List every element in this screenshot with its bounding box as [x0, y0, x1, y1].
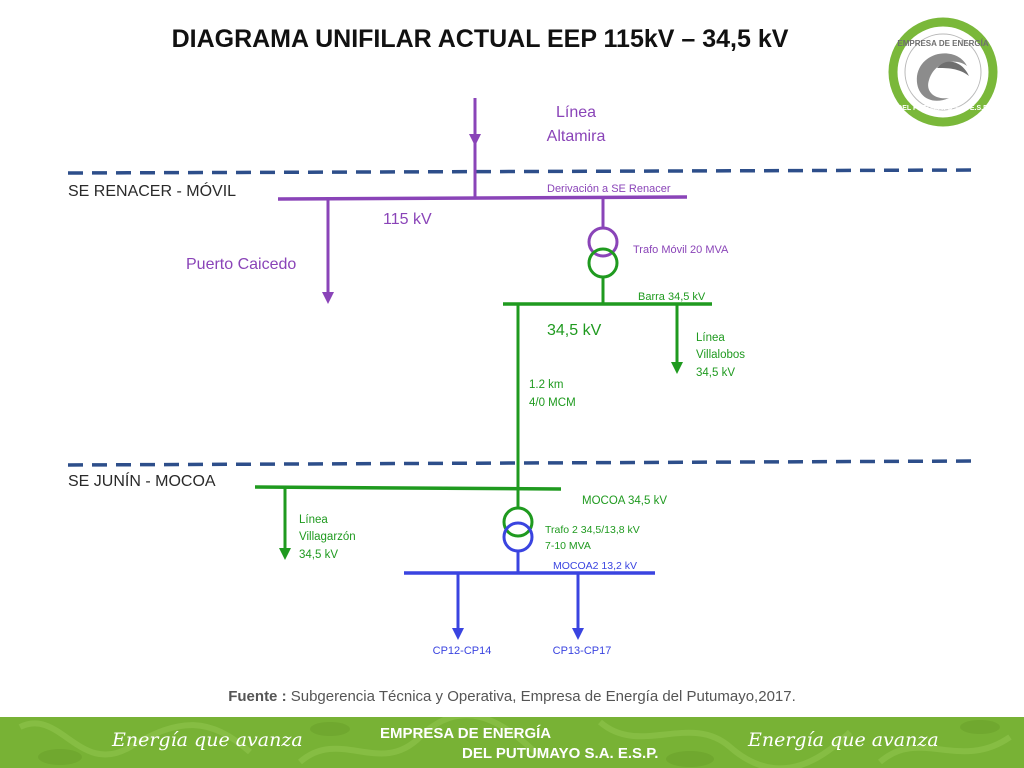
label-cp13: CP13-CP17 — [553, 645, 612, 657]
footer-company-line1: EMPRESA DE ENERGÍA — [380, 725, 552, 742]
label-trafo-movil: Trafo Móvil 20 MVA — [633, 244, 729, 256]
label-villalobos-2: Villalobos — [696, 349, 745, 361]
label-trafo2-2: 7-10 MVA — [545, 540, 591, 552]
label-villagarzon-1: Línea — [299, 514, 328, 526]
label-derivacion: Derivación a SE Renacer — [547, 183, 671, 195]
label-345kv: 34,5 kV — [547, 322, 602, 339]
trafo-movil-primary-winding — [587, 226, 619, 258]
section-divider-renacer — [67, 168, 976, 175]
source-text: Subgerencia Técnica y Operativa, Empresa… — [286, 688, 796, 705]
logo-text-bottom: DEL PUTUMAYO S.A. E.S.P. — [897, 105, 989, 112]
altamira-arrow-icon — [469, 134, 481, 146]
trafo-movil-secondary-winding — [587, 247, 619, 279]
footer-company-line2: DEL PUTUMAYO S.A. E.S.P. — [462, 745, 659, 762]
label-trafo2-1: Trafo 2 34,5/13,8 kV — [545, 524, 640, 536]
label-barra-345: Barra 34,5 kV — [638, 291, 706, 303]
page-title: DIAGRAMA UNIFILAR ACTUAL EEP 115kV – 34,… — [172, 25, 789, 53]
label-conductor: 4/0 MCM — [529, 397, 576, 409]
label-villalobos-1: Línea — [696, 332, 725, 344]
company-logo: EMPRESA DE ENERGÍA DEL PUTUMAYO S.A. E.S… — [888, 17, 998, 127]
source-caption: Fuente : Subgerencia Técnica y Operativa… — [0, 688, 1024, 705]
cp13-arrow-icon — [572, 628, 584, 640]
label-mocoa-345: MOCOA 34,5 kV — [582, 495, 667, 507]
label-villagarzon-2: Villagarzón — [299, 531, 356, 543]
label-villalobos-3: 34,5 kV — [696, 367, 735, 379]
section-label-renacer: SE RENACER - MÓVIL — [68, 181, 236, 200]
label-cp12: CP12-CP14 — [433, 645, 492, 657]
bus-115kv — [277, 195, 688, 201]
label-km: 1.2 km — [529, 379, 564, 391]
single-line-diagram: DIAGRAMA UNIFILAR ACTUAL EEP 115kV – 34,… — [67, 17, 998, 657]
label-115kv: 115 kV — [383, 211, 432, 228]
villagarzon-arrow-icon — [279, 548, 291, 560]
footer-slogan-left: Energía que avanza — [112, 729, 303, 751]
label-linea-altamira-2: Altamira — [547, 128, 606, 145]
footer-leaf-pattern — [18, 717, 1012, 768]
footer-banner: Energía que avanza EMPRESA DE ENERGÍA DE… — [0, 717, 1024, 768]
label-villagarzon-3: 34,5 kV — [299, 549, 338, 561]
villalobos-arrow-icon — [671, 362, 683, 374]
cp12-arrow-icon — [452, 628, 464, 640]
puerto-caicedo-arrow-icon — [322, 292, 334, 304]
footer-slogan-right: Energía que avanza — [748, 729, 939, 751]
section-label-junin: SE JUNÍN - MOCOA — [68, 471, 216, 490]
source-prefix: Fuente : — [228, 688, 287, 705]
label-linea-altamira-1: Línea — [556, 104, 596, 121]
label-mocoa2: MOCOA2 13,2 kV — [553, 560, 637, 572]
trafo2-primary-winding — [502, 506, 534, 538]
section-divider-junin — [67, 459, 976, 467]
label-puerto-caicedo: Puerto Caicedo — [186, 256, 296, 273]
logo-text-top: EMPRESA DE ENERGÍA — [897, 39, 988, 48]
bus-mocoa-345kv — [254, 485, 562, 491]
